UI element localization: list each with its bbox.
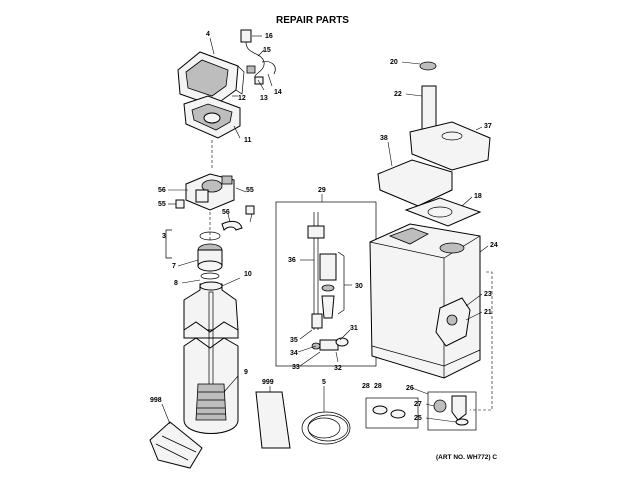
- label-part-16: 16: [265, 33, 273, 40]
- label-part-23: 23: [484, 291, 492, 298]
- part-overflow-kit: [427, 391, 477, 431]
- label-part-10: 10: [244, 271, 252, 278]
- label-part-55-left: 55: [158, 201, 166, 208]
- leader-lines: [161, 35, 489, 425]
- label-part-8: 8: [174, 280, 178, 287]
- label-part-36: 36: [288, 257, 296, 264]
- part-transformer: [240, 29, 276, 85]
- label-part-38: 38: [380, 135, 388, 142]
- label-part-15: 15: [263, 47, 271, 54]
- label-part-12: 12: [238, 95, 246, 102]
- label-part-33: 33: [292, 364, 300, 371]
- label-part-55-right: 55: [246, 187, 254, 194]
- label-part-14: 14: [274, 89, 282, 96]
- label-part-998: 998: [150, 397, 162, 404]
- part-control-housing: [183, 95, 241, 139]
- label-part-26: 26: [406, 385, 414, 392]
- part-hose: [301, 411, 351, 445]
- part-number-labels: 4 16 15 12 13 14 11 56 55 55 56 3 7 8 10…: [150, 31, 498, 422]
- label-part-37: 37: [484, 123, 492, 130]
- label-part-34: 34: [290, 350, 298, 357]
- part-control-cover: [177, 51, 245, 107]
- art-number: (ART NO. WH772) C: [436, 454, 497, 461]
- part-resin-bag: [149, 421, 203, 469]
- part-owners-manual: [255, 391, 291, 449]
- label-part-27: 27: [414, 401, 422, 408]
- part-valve-body: [175, 173, 255, 231]
- label-part-21: 21: [484, 309, 492, 316]
- label-part-24: 24: [490, 242, 498, 249]
- label-part-28-a: 28: [362, 383, 370, 390]
- label-part-3: 3: [162, 233, 166, 240]
- label-part-56-bottom: 56: [222, 209, 230, 216]
- label-part-5: 5: [322, 379, 326, 386]
- label-part-29: 29: [318, 187, 326, 194]
- part-resin-tank: [183, 281, 239, 434]
- label-part-18: 18: [474, 193, 482, 200]
- diagram-title: REPAIR PARTS: [276, 15, 349, 26]
- label-part-28-b: 28: [374, 383, 382, 390]
- label-part-35: 35: [290, 337, 298, 344]
- label-part-25: 25: [414, 415, 422, 422]
- label-part-7: 7: [172, 263, 176, 270]
- label-part-32: 32: [334, 365, 342, 372]
- part-brine-tank: [369, 61, 493, 411]
- label-part-30: 30: [355, 283, 363, 290]
- label-part-22: 22: [394, 91, 402, 98]
- part-adapter: [165, 229, 223, 280]
- label-part-56-top: 56: [158, 187, 166, 194]
- label-part-999: 999: [262, 379, 274, 386]
- label-part-20: 20: [390, 59, 398, 66]
- label-part-11: 11: [244, 137, 252, 144]
- label-part-4: 4: [206, 31, 210, 38]
- label-part-13: 13: [260, 95, 268, 102]
- label-part-9: 9: [244, 369, 248, 376]
- part-clips: [365, 397, 419, 429]
- part-brine-valve-box: [275, 201, 377, 367]
- label-part-31: 31: [350, 325, 358, 332]
